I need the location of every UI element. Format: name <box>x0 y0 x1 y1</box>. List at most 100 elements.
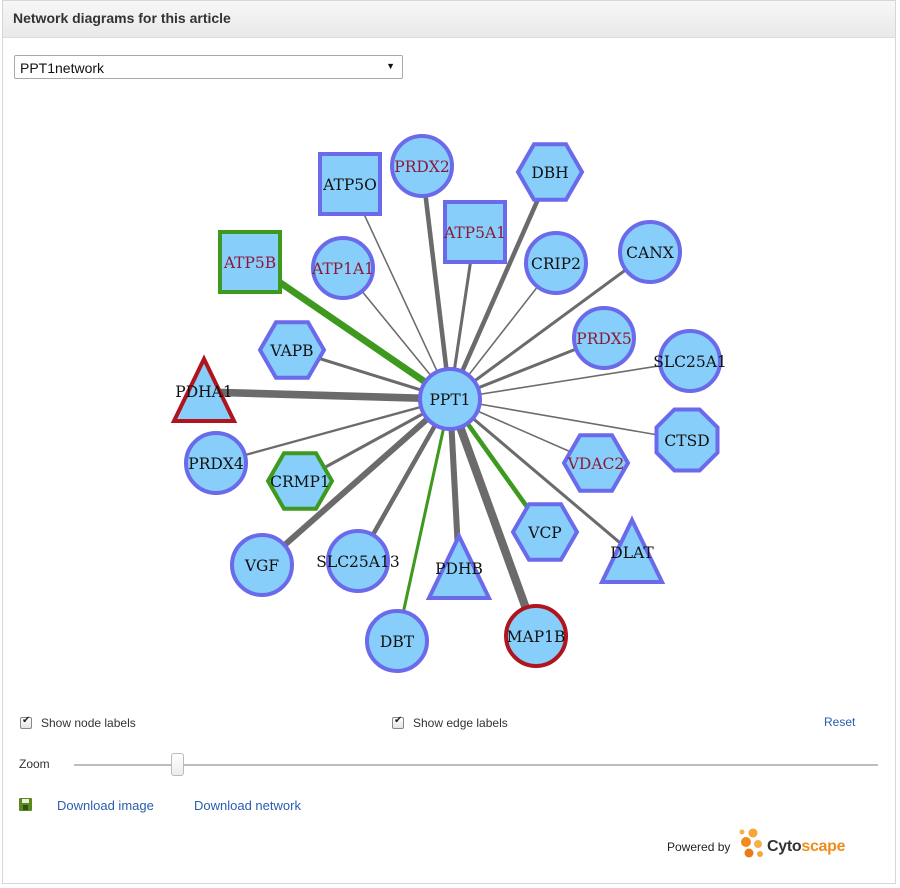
cytoscape-logo-icon <box>739 828 763 858</box>
download-network-link[interactable]: Download network <box>194 798 301 813</box>
node-canx[interactable]: CANX <box>618 220 682 284</box>
zoom-slider-track[interactable] <box>74 764 878 766</box>
node-label-prdx2: PRDX2 <box>394 158 449 176</box>
edge-ppt1-atp5o[interactable] <box>349 183 451 400</box>
node-shape-slc25a13 <box>326 529 390 593</box>
edge-ppt1-dbh[interactable] <box>447 171 553 400</box>
node-dbt[interactable]: DBT <box>365 609 429 673</box>
node-label-crmp1: CRMP1 <box>270 473 330 491</box>
node-shape-atp5o <box>318 152 382 216</box>
node-label-vgf: VGF <box>244 557 280 575</box>
powered-by-text: Powered by <box>667 840 731 854</box>
node-pdha1[interactable]: PDHA1 <box>170 354 238 423</box>
node-label-map1b: MAP1B <box>507 628 566 646</box>
node-label-slc25a1: SLC25A1 <box>653 353 727 371</box>
node-atp5b[interactable]: ATP5B <box>218 230 282 294</box>
edge-ppt1-atp5b[interactable] <box>248 259 452 402</box>
chevron-down-icon: ▼ <box>386 61 395 71</box>
node-shape-vdac2 <box>561 433 631 493</box>
node-shape-vcp <box>510 502 580 562</box>
node-shape-map1b <box>504 604 568 668</box>
node-dbh[interactable]: DBH <box>515 142 585 202</box>
brand-part-1: Cyto <box>767 838 802 855</box>
node-label-vapb: VAPB <box>269 342 313 360</box>
node-crip2[interactable]: CRIP2 <box>524 231 588 295</box>
node-prdx4[interactable]: PRDX4 <box>184 431 248 495</box>
edge-ppt1-map1b[interactable] <box>446 397 540 638</box>
edge-ppt1-slc25a1[interactable] <box>449 360 691 400</box>
node-crmp1[interactable]: CRMP1 <box>265 451 335 511</box>
node-label-pdha1: PDHA1 <box>175 383 232 401</box>
node-slc25a13[interactable]: SLC25A13 <box>316 529 400 593</box>
node-shape-dbt <box>365 609 429 673</box>
node-shape-dbh <box>515 142 585 202</box>
edge-ppt1-canx[interactable] <box>449 250 651 401</box>
edge-ppt1-vgf[interactable] <box>259 396 453 568</box>
node-shape-dlat <box>598 515 666 584</box>
node-pdhb[interactable]: PDHB <box>425 531 493 600</box>
node-ppt1[interactable]: PPT1 <box>418 367 482 431</box>
show-edge-labels-checkbox[interactable] <box>392 715 404 729</box>
download-image-link[interactable]: Download image <box>57 798 154 813</box>
node-ctsd[interactable]: CTSD <box>654 407 720 473</box>
node-shape-prdx2 <box>390 134 454 198</box>
node-shape-atp5a1 <box>443 200 507 264</box>
node-shape-ctsd <box>654 407 720 473</box>
edge-ppt1-prdx2[interactable] <box>419 165 453 400</box>
node-label-slc25a13: SLC25A13 <box>316 553 399 571</box>
node-label-pdhb: PDHB <box>435 560 483 578</box>
node-slc25a1[interactable]: SLC25A1 <box>653 329 727 393</box>
node-vapb[interactable]: VAPB <box>257 320 327 380</box>
node-label-prdx5: PRDX5 <box>576 330 631 348</box>
node-shape-atp5b <box>218 230 282 294</box>
edge-ppt1-dlat[interactable] <box>449 397 633 555</box>
edge-ppt1-ctsd[interactable] <box>449 398 688 441</box>
node-shape-canx <box>618 220 682 284</box>
node-atp1a1[interactable]: ATP1A1 <box>311 236 375 300</box>
node-prdx2[interactable]: PRDX2 <box>390 134 454 198</box>
edge-ppt1-pdha1[interactable] <box>203 388 451 403</box>
node-atp5a1[interactable]: ATP5A1 <box>443 200 507 264</box>
node-vgf[interactable]: VGF <box>230 533 294 597</box>
zoom-slider-handle[interactable] <box>171 753 184 776</box>
node-label-ppt1: PPT1 <box>429 391 470 409</box>
node-vdac2[interactable]: VDAC2 <box>561 433 631 493</box>
node-shape-vapb <box>257 320 327 380</box>
node-label-dbh: DBH <box>531 164 568 182</box>
edge-ppt1-prdx4[interactable] <box>215 397 451 465</box>
node-shape-vgf <box>230 533 294 597</box>
node-label-dbt: DBT <box>380 633 415 651</box>
network-select[interactable]: PPT1network ▼ <box>14 55 403 79</box>
node-shape-ppt1 <box>418 367 482 431</box>
node-atp5o[interactable]: ATP5O <box>318 152 382 216</box>
node-shape-prdx5 <box>572 306 636 370</box>
node-label-atp1a1: ATP1A1 <box>311 260 374 278</box>
node-map1b[interactable]: MAP1B <box>504 604 568 668</box>
reset-button[interactable]: Reset <box>824 715 856 729</box>
node-label-atp5b: ATP5B <box>223 254 276 272</box>
panel-header: Network diagrams for this article <box>3 1 895 38</box>
node-dlat[interactable]: DLAT <box>598 515 666 584</box>
zoom-label: Zoom <box>19 757 50 771</box>
brand-part-2: scape <box>801 838 846 855</box>
node-label-crip2: CRIP2 <box>531 255 581 273</box>
network-select-value: PPT1network <box>20 60 105 76</box>
show-node-labels-label: Show node labels <box>41 716 136 730</box>
node-prdx5[interactable]: PRDX5 <box>572 306 636 370</box>
node-shape-prdx4 <box>184 431 248 495</box>
node-label-vdac2: VDAC2 <box>567 455 625 473</box>
node-label-dlat: DLAT <box>610 544 654 562</box>
panel-title: Network diagrams for this article <box>13 10 231 26</box>
node-shape-crmp1 <box>265 451 335 511</box>
show-node-labels-checkbox[interactable] <box>20 715 32 729</box>
node-shape-atp1a1 <box>311 236 375 300</box>
node-vcp[interactable]: VCP <box>510 502 580 562</box>
edge-ppt1-dbt[interactable] <box>395 398 452 642</box>
show-edge-labels-label: Show edge labels <box>413 716 508 730</box>
node-label-atp5o: ATP5O <box>322 176 377 194</box>
node-label-prdx4: PRDX4 <box>188 455 244 473</box>
node-shape-crip2 <box>524 231 588 295</box>
